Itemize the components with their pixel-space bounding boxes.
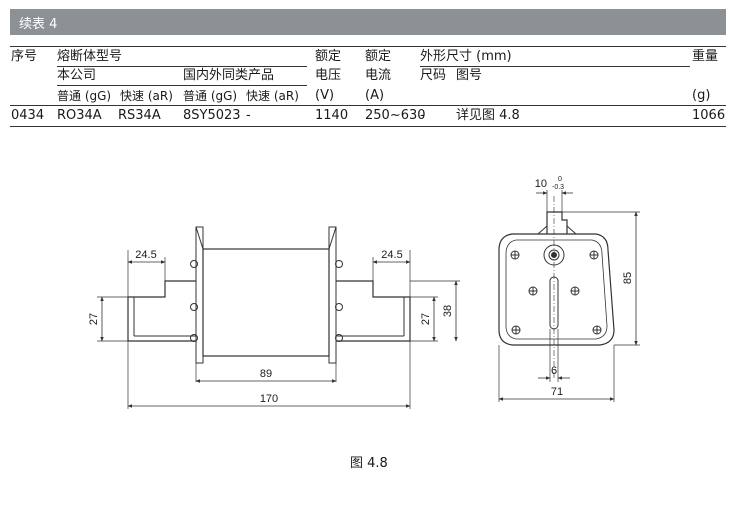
front-view: 10 0 -0.3 85 6 71	[498, 176, 640, 402]
row-current: 250~630	[365, 108, 426, 123]
dim-24-5-right: 24.5	[381, 249, 402, 261]
banner-title: 续表 4	[19, 17, 58, 32]
dim-38: 38	[442, 305, 454, 317]
dim-89: 89	[260, 368, 272, 380]
header-rated-current-unit: (A)	[365, 88, 385, 103]
dim-27-left: 27	[88, 313, 100, 325]
header-ar-company: 快速 (aR)	[120, 89, 173, 103]
header-size-code: 尺码	[420, 68, 447, 83]
dim-10-tol-lower: -0.3	[552, 184, 564, 191]
header-seq: 序号	[11, 49, 38, 64]
table-bottom-rule	[10, 126, 726, 127]
header-fuse-type: 熔断体型号	[57, 49, 123, 64]
header-ar-domestic: 快速 (aR)	[246, 89, 299, 103]
header-domestic: 国内外同类产品	[183, 68, 275, 83]
row-weight: 1066	[692, 108, 726, 123]
row-gg: RO34A	[57, 108, 102, 123]
right-end-plate	[328, 226, 337, 364]
dim-170: 170	[260, 393, 278, 405]
header-weight-unit: (g)	[692, 88, 711, 103]
header-rated-voltage-2: 电压	[315, 68, 342, 83]
dim-24-5-left: 24.5	[135, 249, 156, 261]
spec-table: 序号 熔断体型号 本公司 国内外同类产品 普通 (gG) 快速 (aR) 普通 …	[10, 46, 726, 128]
row-size-code: -	[420, 108, 425, 123]
left-blade	[127, 280, 196, 342]
header-rule-fuse	[57, 66, 307, 67]
row-domestic-gg: 8SY5023	[183, 108, 241, 123]
dim-71: 71	[551, 386, 563, 398]
header-weight: 重量	[692, 49, 719, 64]
top-tab	[546, 211, 568, 234]
dim-10-tol-upper: 0	[558, 176, 562, 183]
front-outline	[498, 233, 615, 346]
header-rated-current-2: 电流	[365, 68, 392, 83]
header-gg-domestic: 普通 (gG)	[183, 89, 238, 103]
row-ar: RS34A	[118, 108, 161, 123]
header-rule-sub	[57, 85, 307, 86]
header-rule-dims	[420, 66, 690, 67]
header-dims: 外形尺寸 (mm)	[420, 49, 512, 64]
table-top-rule	[10, 46, 726, 47]
header-company: 本公司	[57, 68, 97, 83]
section-banner: 续表 4	[10, 9, 726, 35]
header-rated-voltage-unit: (V)	[315, 88, 335, 103]
dim-27-right: 27	[420, 313, 432, 325]
side-view: 24.5 24.5 27 27 38 89 170	[88, 226, 460, 409]
header-bottom-rule	[10, 105, 726, 106]
header-rated-voltage-1: 额定	[315, 49, 342, 64]
row-fig-ref: 详见图 4.8	[456, 108, 520, 123]
header-fig-no: 图号	[456, 68, 483, 83]
row-voltage: 1140	[315, 108, 349, 123]
fuse-body	[202, 248, 330, 357]
figure-caption: 图 4.8	[350, 456, 388, 471]
header-gg-company: 普通 (gG)	[57, 89, 112, 103]
left-end-plate	[195, 226, 204, 364]
dim-85: 85	[622, 272, 634, 284]
row-domestic-ar: -	[246, 108, 251, 123]
row-seq: 0434	[11, 108, 45, 123]
header-rated-current-1: 额定	[365, 49, 392, 64]
dim-10: 10	[535, 178, 547, 190]
right-blade	[336, 280, 411, 342]
dim-6: 6	[551, 365, 557, 377]
